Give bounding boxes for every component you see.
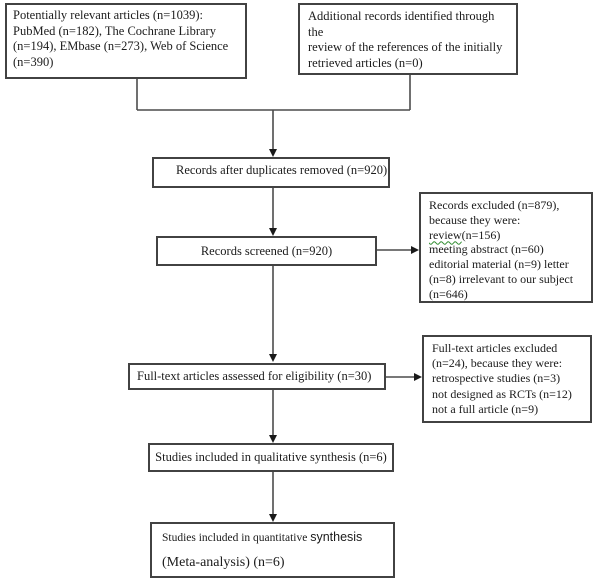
box-fulltext-excluded: Full-text articles excluded (n=24), beca…	[422, 335, 592, 423]
box-quantitative-synthesis: Studies included in quantitative synthes…	[150, 522, 395, 578]
review-word-squiggled: review	[429, 227, 462, 242]
box-fulltext-assessed: Full-text articles assessed for eligibil…	[128, 363, 386, 390]
quantitative-line2-meta-analysis: (Meta-analysis) (n=6)	[162, 555, 285, 570]
quantitative-line1: Studies included in quantitative synthes…	[162, 530, 383, 545]
box-records-excluded: Records excluded (n=879), because they w…	[419, 192, 593, 303]
box-records-screened: Records screened (n=920)	[156, 236, 377, 266]
quantitative-line1-serif: Studies included in quantitative	[162, 532, 311, 544]
box-potentially-relevant-articles: Potentially relevant articles (n=1039): …	[5, 3, 247, 79]
records-excluded-intro: Records excluded (n=879), because they w…	[429, 198, 560, 227]
box-additional-records: Additional records identified through th…	[298, 3, 518, 75]
quantitative-line1-synthesis: synthesis	[310, 530, 363, 544]
box-qualitative-synthesis: Studies included in qualitative synthesi…	[148, 443, 394, 472]
review-count: (n=156)	[461, 227, 501, 242]
records-excluded-details: meeting abstract (n=60) editorial materi…	[429, 242, 574, 301]
records-excluded-review-line: review(n=156)	[429, 228, 583, 243]
box-duplicates-removed: Records after duplicates removed (n=920)	[152, 157, 390, 188]
